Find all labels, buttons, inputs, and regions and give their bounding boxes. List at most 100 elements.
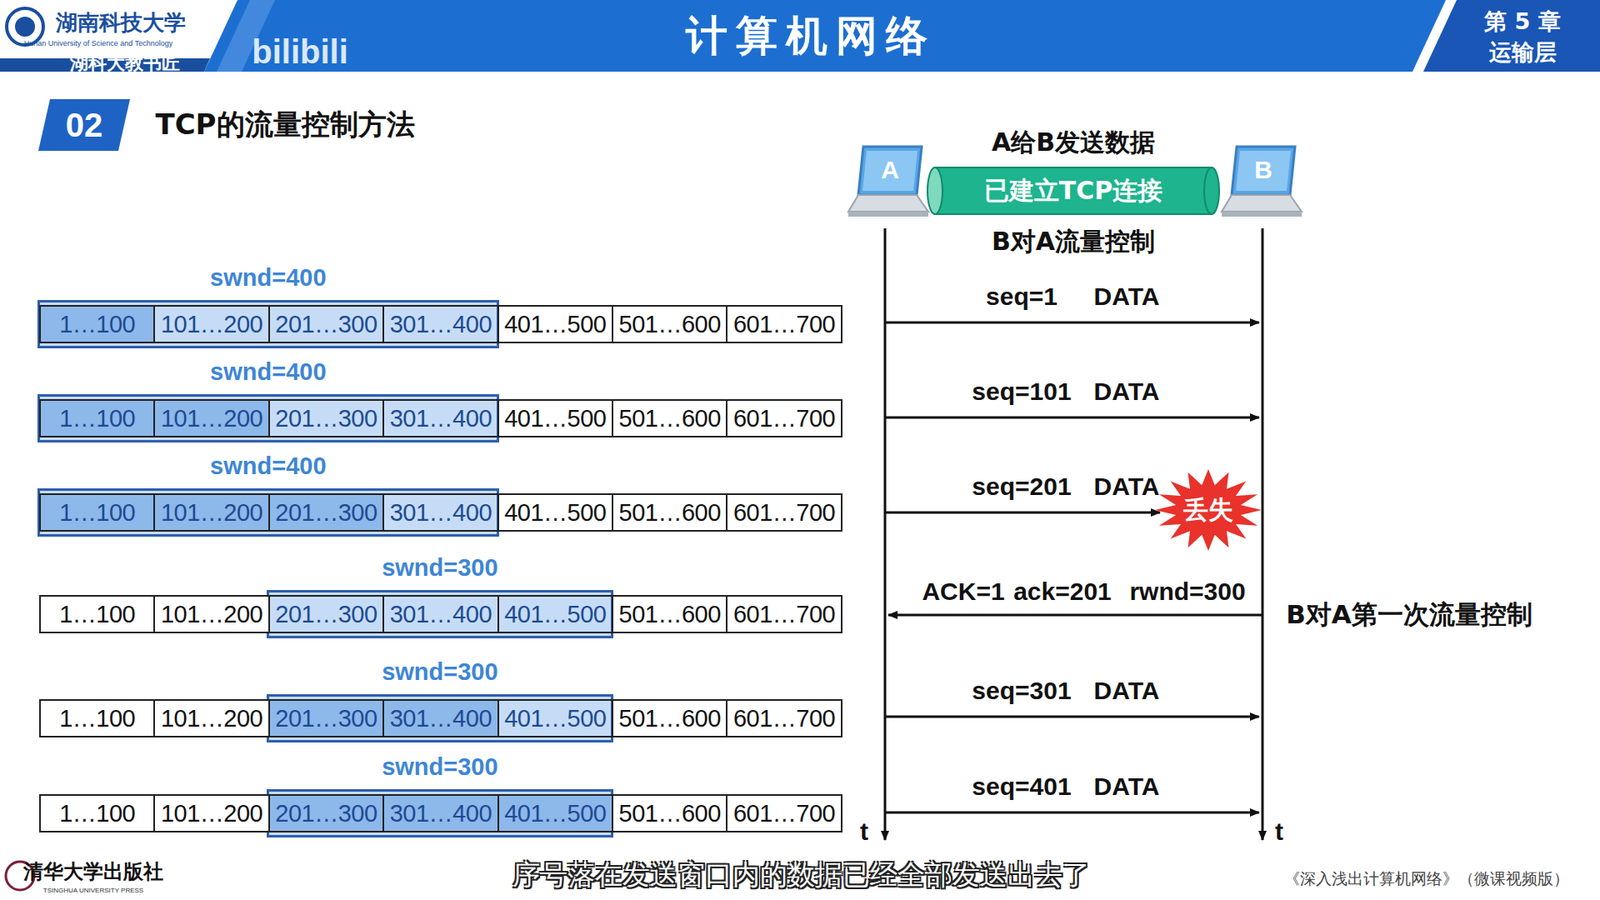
section-heading: TCP的流量控制方法 (155, 108, 415, 141)
sequence-cell: 401…500 (497, 595, 614, 634)
loss-burst: 丢失 (1154, 468, 1263, 552)
sequence-cell: 401…500 (497, 794, 614, 833)
sequence-cell: 501…600 (611, 305, 728, 344)
message-arrow (885, 811, 1260, 815)
book-title: 《深入浅出计算机网络》（微课视频版） (1284, 870, 1570, 889)
sequence-cell: 101…200 (153, 305, 270, 344)
section-badge: 02 (38, 99, 130, 151)
message-label: DATA (1094, 772, 1160, 802)
university-name-en: Hunan University of Science and Technolo… (24, 39, 173, 48)
message-arrow (885, 416, 1260, 420)
window-size-label: swnd=300 (381, 753, 498, 781)
sequence-cell: 1…100 (39, 305, 155, 344)
diagram-heading: B对A流量控制 (991, 227, 1155, 257)
sequence-cell: 101…200 (153, 794, 270, 833)
message-label: seq=301 (971, 676, 1071, 706)
sequence-cell: 1…100 (39, 794, 155, 833)
timeline-a (884, 228, 887, 840)
watermark: bilibili (251, 32, 349, 71)
sequence-cell: 201…300 (268, 699, 385, 738)
message-label: seq=401 (971, 772, 1071, 802)
university-name: 湖南科技大学 (55, 10, 186, 36)
host-laptop: B (1218, 143, 1305, 227)
host-name: B (1254, 155, 1273, 185)
subtitle-caption: 序号落在发送窗口内的数据已经全部发送出去了 (512, 859, 1090, 891)
sequence-cell: 401…500 (497, 493, 614, 532)
sequence-cell: 501…600 (611, 493, 728, 532)
message-label: DATA (1094, 472, 1160, 502)
lost-message-arrow (885, 511, 1160, 515)
message-label: DATA (1094, 377, 1160, 407)
ack-label: rwnd=300 (1129, 577, 1245, 607)
sequence-cell: 201…300 (268, 493, 385, 532)
sequence-cell: 301…400 (382, 493, 499, 532)
diagram-heading: A给B发送数据 (991, 128, 1155, 158)
window-size-label: swnd=300 (381, 658, 498, 686)
message-arrow (885, 715, 1260, 719)
sequence-cell: 601…700 (725, 794, 842, 833)
sequence-cell: 1…100 (39, 399, 155, 438)
chapter-gap (1412, 0, 1600, 72)
sequence-cell: 1…100 (39, 493, 155, 532)
host-name: A (880, 155, 900, 185)
message-label: seq=101 (971, 377, 1071, 407)
sequence-cell: 301…400 (382, 794, 499, 833)
university-emblem (15, 16, 35, 37)
sequence-cell: 401…500 (497, 305, 614, 344)
window-size-label: swnd=400 (210, 358, 326, 386)
sequence-cell: 1…100 (39, 699, 155, 738)
sequence-cell: 101…200 (153, 493, 270, 532)
sequence-cell: 301…400 (382, 595, 499, 634)
message-label: seq=201 (971, 472, 1071, 502)
sequence-cell: 601…700 (725, 399, 842, 438)
loss-label: 丢失 (1183, 493, 1234, 528)
sequence-cell: 401…500 (497, 699, 614, 738)
window-size-label: swnd=400 (210, 452, 326, 480)
message-label: DATA (1094, 282, 1160, 312)
sequence-cell: 301…400 (382, 399, 499, 438)
sequence-cell: 101…200 (153, 399, 270, 438)
chapter-panel (1423, 0, 1600, 72)
message-label: DATA (1094, 676, 1160, 706)
sequence-cell: 501…600 (611, 699, 728, 738)
publisher-name-en: TSINGHUA UNIVERSITY PRESS (43, 886, 144, 895)
chapter-name: 运输层 (1489, 39, 1557, 65)
ack-label: ack=201 (1013, 577, 1112, 607)
sequence-cell: 601…700 (725, 699, 842, 738)
sequence-cell: 501…600 (611, 794, 728, 833)
window-size-label: swnd=300 (381, 554, 498, 582)
connection-label: 已建立TCP连接 (984, 174, 1163, 209)
ack-label: ACK=1 (921, 577, 1005, 607)
annotation: B对A第一次流量控制 (1285, 600, 1533, 630)
sequence-cell: 301…400 (382, 699, 499, 738)
sequence-cell: 601…700 (725, 305, 842, 344)
sequence-cell: 1…100 (39, 595, 155, 634)
sequence-cell: 201…300 (268, 794, 385, 833)
sequence-cell: 601…700 (725, 493, 842, 532)
time-axis-label: t (1275, 817, 1284, 847)
connection-pipe: 已建立TCP连接 (926, 166, 1220, 215)
sequence-cell: 201…300 (268, 595, 385, 634)
window-size-label: swnd=400 (210, 264, 326, 292)
sequence-cell: 601…700 (725, 595, 842, 634)
publisher-name: 清华大学出版社 (23, 860, 164, 884)
sequence-cell: 301…400 (382, 305, 499, 344)
chapter-number: 第 5 章 (1484, 8, 1561, 35)
timeline-b (1261, 228, 1265, 840)
sequence-cell: 201…300 (268, 305, 385, 344)
time-axis-label: t (860, 817, 869, 847)
watermark: 湖科大教书匠 (70, 52, 180, 74)
ack-arrow (888, 614, 1263, 617)
message-label: seq=1 (985, 282, 1058, 312)
sequence-cell: 501…600 (611, 595, 728, 634)
host-laptop: A (845, 143, 932, 227)
section-number: 02 (65, 106, 104, 145)
sequence-cell: 101…200 (153, 699, 270, 738)
sequence-cell: 501…600 (611, 399, 728, 438)
sequence-cell: 201…300 (268, 399, 385, 438)
header-bar (0, 0, 1600, 72)
slide-title: 计算机网络 (685, 12, 936, 61)
message-arrow (885, 321, 1260, 325)
sequence-cell: 101…200 (153, 595, 270, 634)
sequence-cell: 401…500 (497, 399, 614, 438)
